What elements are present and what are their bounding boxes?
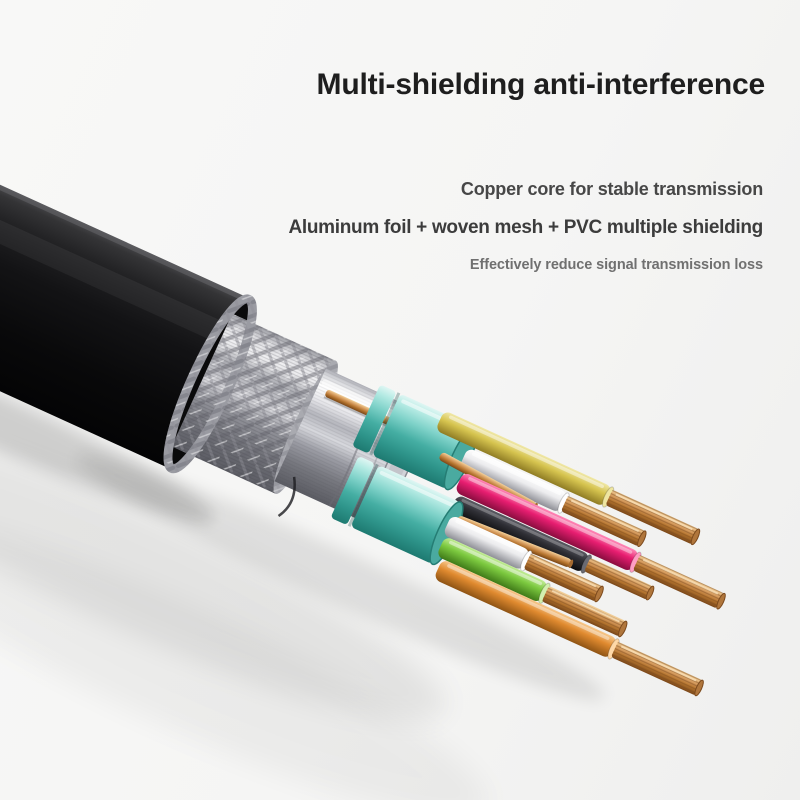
wire-green bbox=[438, 538, 628, 638]
cable-shadow bbox=[0, 309, 605, 800]
wire-yellow bbox=[437, 412, 701, 546]
wire-white-upper bbox=[461, 449, 647, 548]
stray-black-strand bbox=[277, 476, 296, 518]
page-title: Multi-shielding anti-interference bbox=[316, 68, 766, 101]
feature-copper-core: Copper core for stable transmission bbox=[460, 179, 763, 199]
copper-drain-strand-lower bbox=[456, 516, 574, 569]
wire-white-lower bbox=[444, 516, 604, 603]
wire-black bbox=[451, 496, 655, 601]
wire-orange bbox=[435, 561, 704, 697]
feature-shielding: Aluminum foil + woven mesh + PVC multipl… bbox=[288, 217, 763, 238]
wire-pair-jacket-lower bbox=[331, 457, 464, 566]
feature-signal-loss: Effectively reduce signal transmission l… bbox=[469, 257, 763, 273]
wire-magenta bbox=[456, 474, 726, 610]
